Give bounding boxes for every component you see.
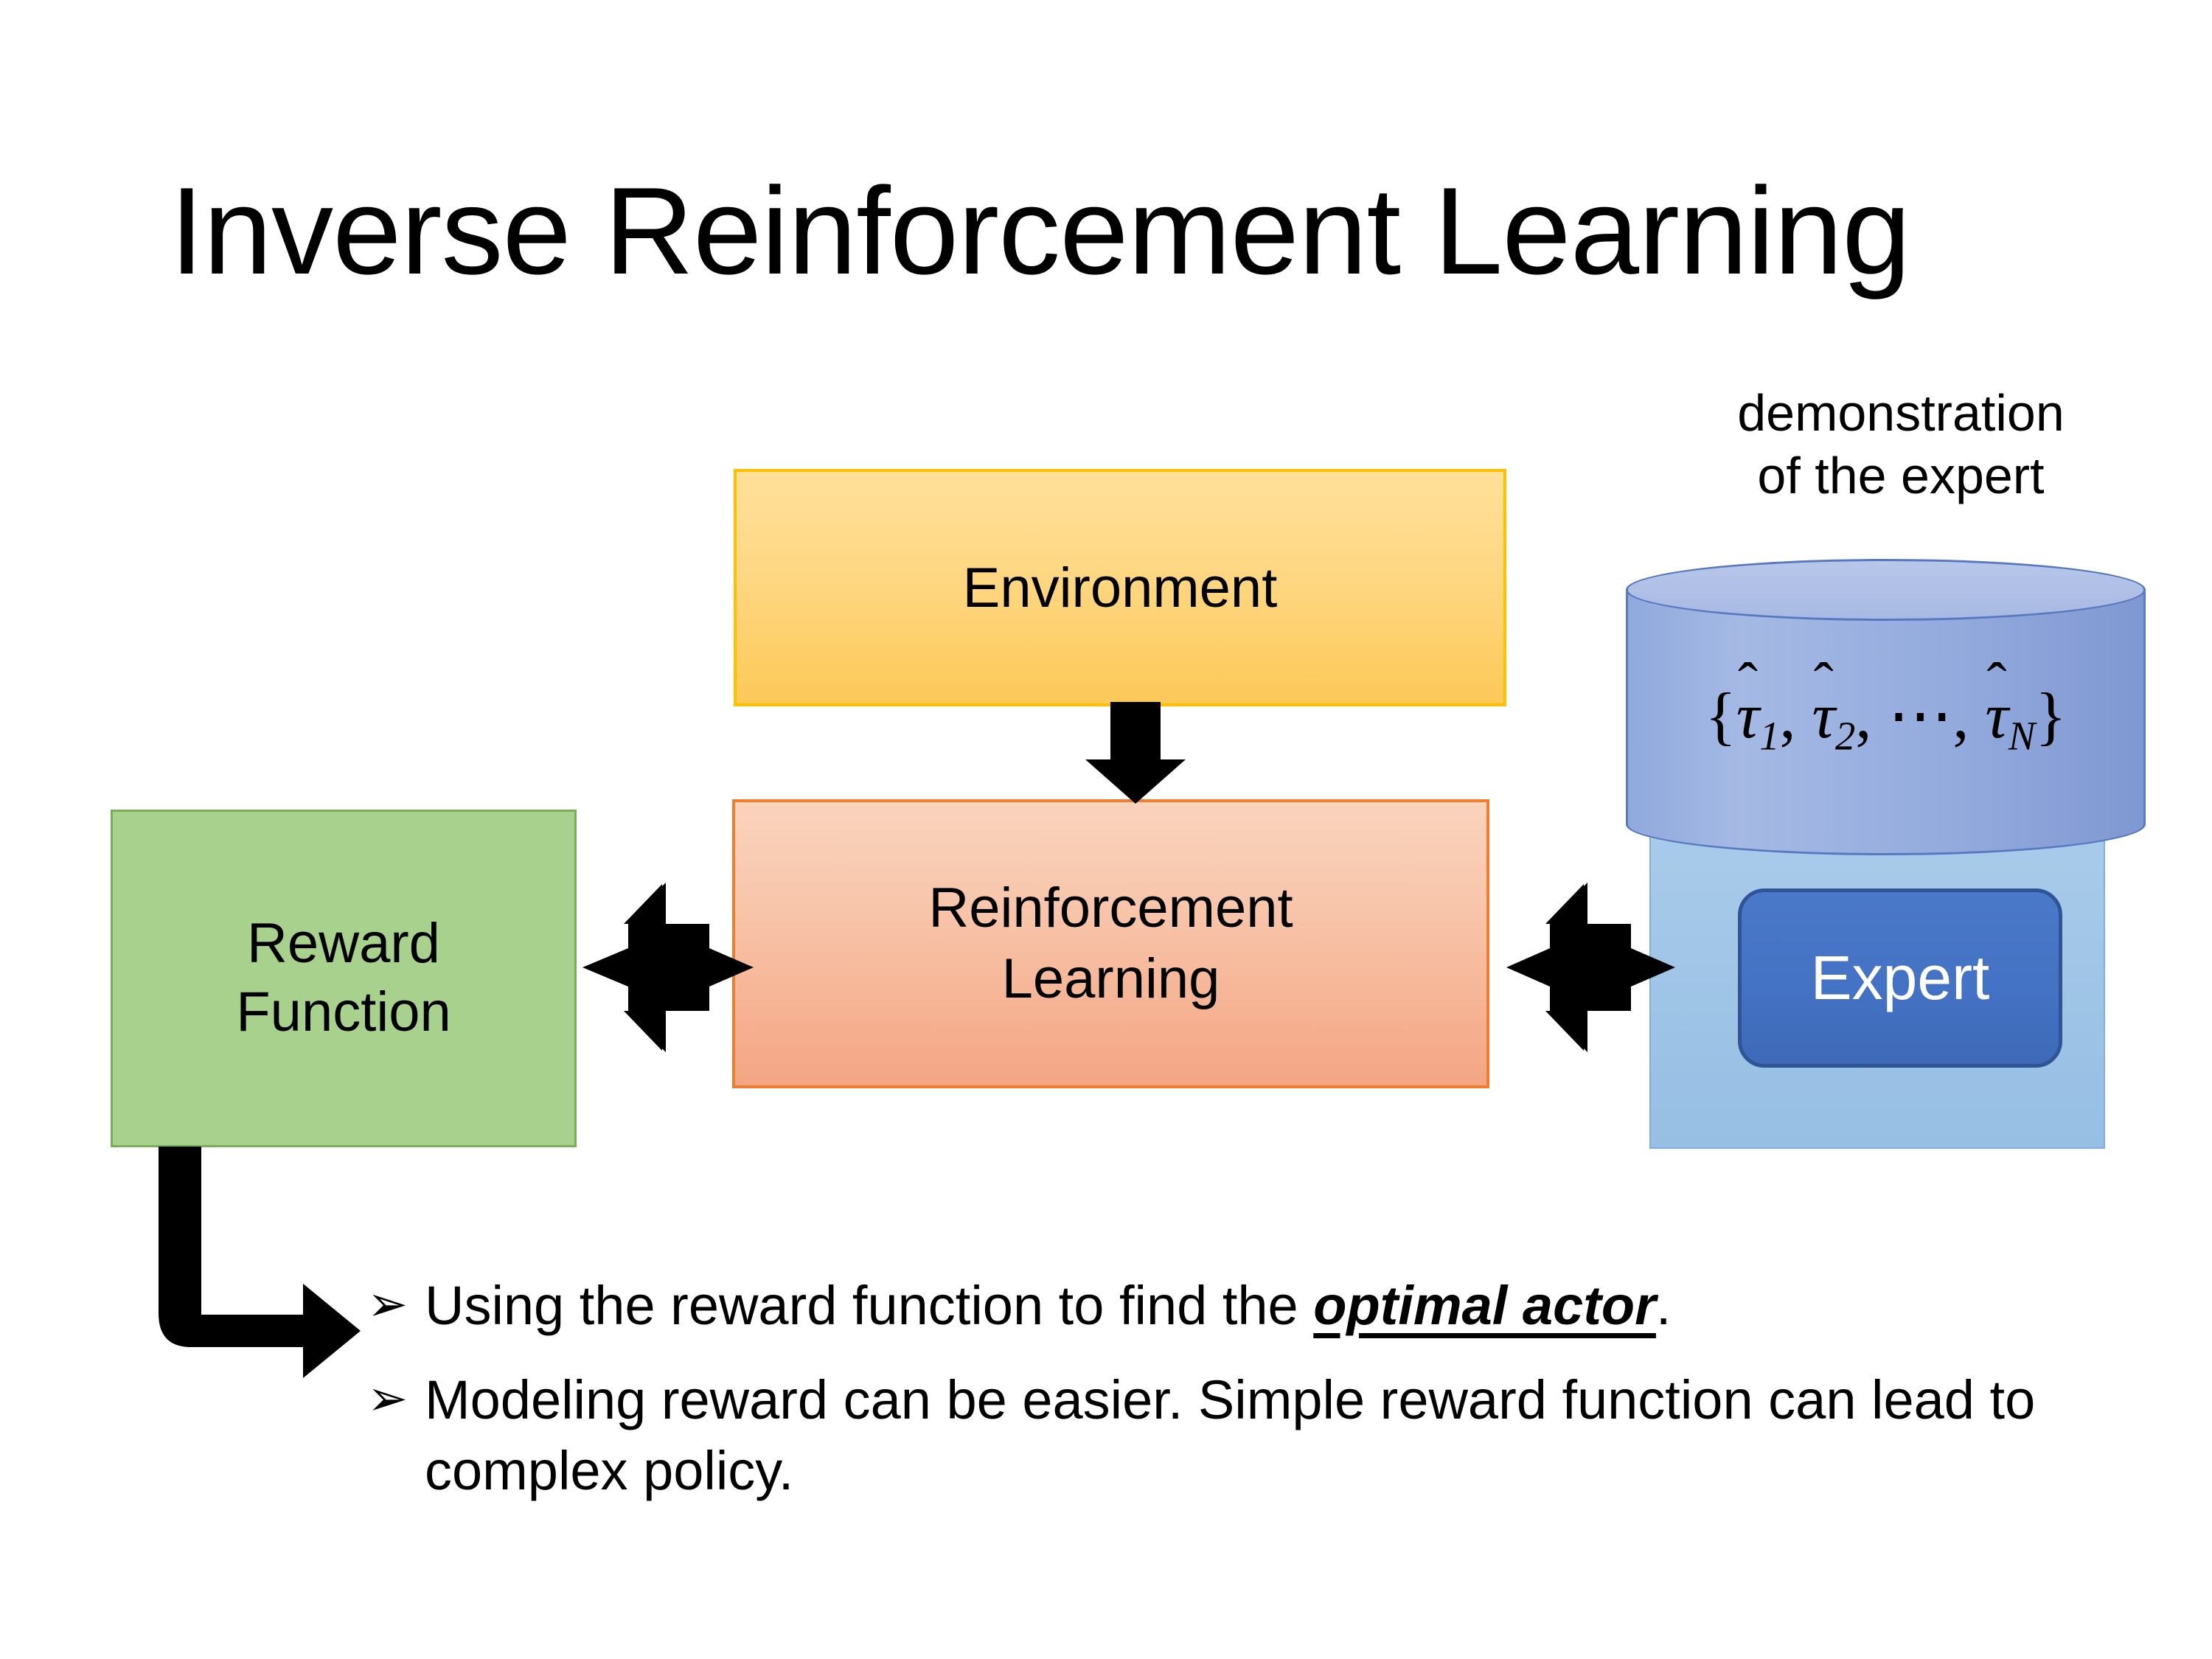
reward-function-label-line2: Function <box>236 981 451 1043</box>
demonstration-caption-line2: of the expert <box>1757 447 2045 505</box>
list-item: ➢ Using the reward function to find the … <box>367 1270 2085 1341</box>
bullet-1-emphasis: optimal actor <box>1313 1275 1656 1336</box>
node-reinforcement-learning[interactable]: Reinforcement Learning <box>732 799 1489 1088</box>
bullet-1-text-after: . <box>1655 1275 1672 1336</box>
formula-tau-1: ̂τ <box>1736 679 1760 754</box>
formula-open-brace: { <box>1705 681 1736 752</box>
node-environment-label: Environment <box>962 556 1278 619</box>
formula-comma-2: , <box>1855 681 1872 752</box>
demonstration-caption: demonstration of the expert <box>1650 382 2152 508</box>
node-expert-label: Expert <box>1810 943 1990 1012</box>
tau-glyph-2: τ <box>1812 681 1836 752</box>
formula-tau-2: ̂τ <box>1812 679 1836 754</box>
trajectory-set-formula: {̂τ1, ̂τ2, ⋯, ̂τN} <box>1626 677 2146 759</box>
hat-accent-n: ̂ <box>1985 654 2008 714</box>
node-environment[interactable]: Environment <box>734 469 1506 706</box>
list-item-text: Modeling reward can be easier. Simple re… <box>425 1369 2036 1502</box>
formula-close-brace: } <box>2035 681 2067 752</box>
demonstration-caption-line1: demonstration <box>1737 384 2065 442</box>
cylinder-body <box>1626 590 2146 824</box>
notes-list: ➢ Using the reward function to find the … <box>367 1270 2085 1531</box>
node-reinforcement-learning-label: Reinforcement Learning <box>928 873 1293 1015</box>
formula-subscript-n: N <box>2008 713 2036 759</box>
formula-comma-3: , <box>1952 681 1969 752</box>
bullet-arrow-icon: ➢ <box>367 1276 408 1331</box>
list-item: ➢ Modeling reward can be easier. Simple … <box>367 1365 2085 1506</box>
arrow-reward-function-to-notes <box>159 1147 361 1378</box>
reinforcement-learning-label-line2: Learning <box>1001 947 1220 1010</box>
arrow-environment-to-reinforcement-learning <box>1085 702 1186 804</box>
reinforcement-learning-label-line1: Reinforcement <box>928 877 1293 940</box>
arrow-reinforcement-learning-expert <box>1506 883 1675 1052</box>
bullet-1-text-before: Using the reward function to find the <box>425 1275 1314 1336</box>
node-expert[interactable]: Expert <box>1738 888 2062 1068</box>
bullet-arrow-icon: ➢ <box>367 1371 408 1426</box>
formula-subscript-2: 2 <box>1835 713 1856 759</box>
reward-function-label-line1: Reward <box>247 912 440 975</box>
node-reward-function-label: Reward Function <box>236 910 451 1046</box>
formula-subscript-1: 1 <box>1759 713 1780 759</box>
tau-glyph-n: τ <box>1985 681 2008 752</box>
tau-glyph-1: τ <box>1736 681 1760 752</box>
formula-tau-n: ̂τ <box>1985 679 2008 754</box>
node-reward-function[interactable]: Reward Function <box>111 810 577 1147</box>
cylinder-top-ellipse <box>1626 559 2146 621</box>
list-item-text: Using the reward function to find the op… <box>425 1270 2085 1341</box>
hat-accent-1: ̂ <box>1736 654 1760 714</box>
formula-comma-1: , <box>1779 681 1796 752</box>
node-demonstration-cylinder[interactable]: {̂τ1, ̂τ2, ⋯, ̂τN} <box>1626 559 2146 855</box>
hat-accent-2: ̂ <box>1812 654 1836 714</box>
page-title: Inverse Reinforcement Learning <box>170 161 1911 300</box>
arrow-reward-function-reinforcement-learning <box>582 883 754 1052</box>
formula-ellipsis: ⋯ <box>1888 681 1953 752</box>
